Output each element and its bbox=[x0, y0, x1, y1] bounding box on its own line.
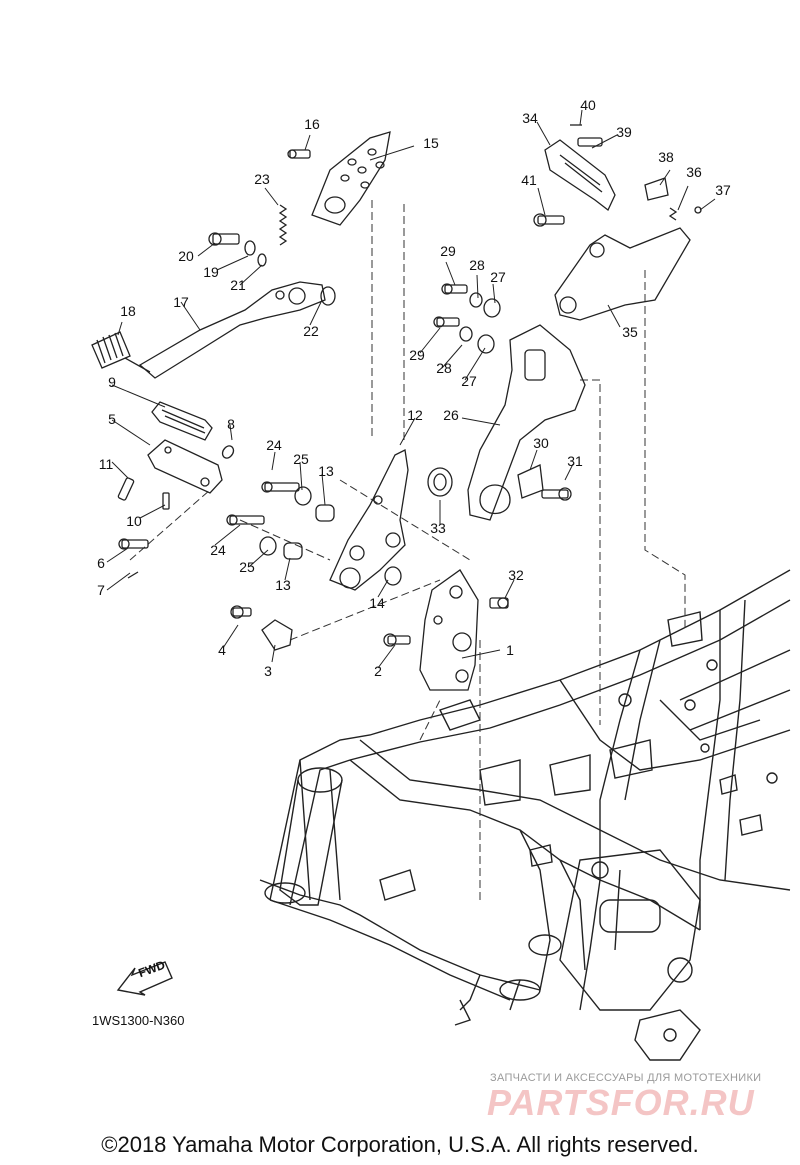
callout-28b: 28 bbox=[436, 360, 452, 376]
callout-25a: 25 bbox=[293, 451, 309, 467]
callout-38: 38 bbox=[658, 149, 674, 165]
spring-23 bbox=[278, 204, 288, 246]
spring-36 bbox=[668, 207, 678, 221]
frame-assembly bbox=[259, 569, 791, 1061]
callout-10: 10 bbox=[126, 513, 142, 529]
callout-41: 41 bbox=[521, 172, 537, 188]
callout-14: 14 bbox=[369, 595, 385, 611]
pin-6 bbox=[118, 538, 149, 550]
cotter-7 bbox=[127, 571, 139, 579]
washers-25 bbox=[259, 486, 312, 556]
callout-19: 19 bbox=[203, 264, 219, 280]
ball-37 bbox=[694, 206, 702, 214]
callout-33: 33 bbox=[430, 520, 446, 536]
callout-13a: 13 bbox=[318, 463, 334, 479]
callout-40: 40 bbox=[580, 97, 596, 113]
callout-29b: 29 bbox=[409, 347, 425, 363]
callout-34: 34 bbox=[522, 110, 538, 126]
callout-25b: 25 bbox=[239, 559, 255, 575]
callout-12: 12 bbox=[407, 407, 423, 423]
callout-27a: 27 bbox=[490, 269, 506, 285]
bolt-32 bbox=[489, 597, 509, 609]
callout-4: 4 bbox=[218, 642, 226, 658]
watermark-logo: PARTSFOR.RU bbox=[487, 1082, 755, 1123]
callout-17: 17 bbox=[173, 294, 189, 310]
callout-24a: 24 bbox=[266, 437, 282, 453]
brake-pedal-17 bbox=[138, 281, 326, 379]
passenger-bracket-26 bbox=[467, 324, 586, 521]
callout-24b: 24 bbox=[210, 542, 226, 558]
diagram-code: 1WS1300-N360 bbox=[92, 1013, 185, 1028]
callout-3: 3 bbox=[264, 663, 272, 679]
bolt-41 bbox=[533, 213, 565, 227]
callout-21: 21 bbox=[230, 277, 246, 293]
callout-20: 20 bbox=[178, 248, 194, 264]
callout-32: 32 bbox=[508, 567, 524, 583]
callout-35: 35 bbox=[622, 324, 638, 340]
callout-6: 6 bbox=[97, 555, 105, 571]
cable-guide-3 bbox=[261, 619, 293, 651]
watermark-caption: ЗАПЧАСТИ И АКСЕССУАРЫ ДЛЯ МОТОТЕХНИКИ bbox=[490, 1072, 762, 1084]
bolt-2 bbox=[383, 633, 411, 647]
pin-39 bbox=[577, 137, 603, 147]
leader-lines bbox=[129, 200, 686, 900]
bolt-31 bbox=[541, 487, 572, 501]
callout-2: 2 bbox=[374, 663, 382, 679]
fwd-arrow bbox=[116, 961, 173, 996]
callout-11: 11 bbox=[98, 456, 114, 472]
rear-bracket-12 bbox=[329, 449, 409, 591]
plate-38 bbox=[644, 177, 669, 201]
callout-26: 26 bbox=[443, 407, 459, 423]
callout-30: 30 bbox=[533, 435, 549, 451]
bolts-24 bbox=[226, 481, 300, 526]
collars-13 bbox=[283, 504, 335, 560]
bolt-4 bbox=[230, 605, 252, 619]
passenger-bracket-35 bbox=[554, 227, 691, 321]
callout-16: 16 bbox=[304, 116, 320, 132]
dampers-27 bbox=[477, 298, 501, 354]
footrest-rubber-9 bbox=[151, 401, 213, 441]
callout-leaders bbox=[106, 109, 716, 669]
callout-39: 39 bbox=[616, 124, 632, 140]
callout-18: 18 bbox=[120, 303, 136, 319]
callout-36: 36 bbox=[686, 164, 702, 180]
bolt-20-washers-19-21-22 bbox=[208, 232, 336, 306]
callout-1: 1 bbox=[506, 642, 514, 658]
collar-14 bbox=[384, 566, 402, 586]
pedal-pad-18 bbox=[91, 331, 151, 373]
copyright-notice: ©2018 Yamaha Motor Corporation, U.S.A. A… bbox=[101, 1132, 699, 1157]
washers-28 bbox=[459, 292, 483, 342]
callout-29a: 29 bbox=[440, 243, 456, 259]
callout-13b: 13 bbox=[275, 577, 291, 593]
pin-11 bbox=[117, 477, 135, 501]
callout-31: 31 bbox=[567, 453, 583, 469]
plate-1 bbox=[419, 569, 479, 691]
bushing-33 bbox=[427, 467, 453, 497]
callout-37: 37 bbox=[715, 182, 731, 198]
callout-5: 5 bbox=[108, 411, 116, 427]
heel-guard-15 bbox=[311, 131, 391, 226]
callout-8: 8 bbox=[227, 416, 235, 432]
callout-15: 15 bbox=[423, 135, 439, 151]
footrest-bracket-5 bbox=[147, 439, 223, 494]
callout-7: 7 bbox=[97, 582, 105, 598]
spring-8 bbox=[221, 445, 235, 459]
callout-23: 23 bbox=[254, 171, 270, 187]
callout-9: 9 bbox=[108, 374, 116, 390]
bolt-16 bbox=[287, 149, 311, 159]
bolts-29 bbox=[433, 283, 468, 328]
guide-30 bbox=[517, 464, 544, 499]
bolt-10 bbox=[162, 492, 170, 510]
callout-27b: 27 bbox=[461, 373, 477, 389]
passenger-footrest-34 bbox=[544, 139, 616, 212]
callout-28a: 28 bbox=[469, 257, 485, 273]
callout-22: 22 bbox=[303, 323, 319, 339]
